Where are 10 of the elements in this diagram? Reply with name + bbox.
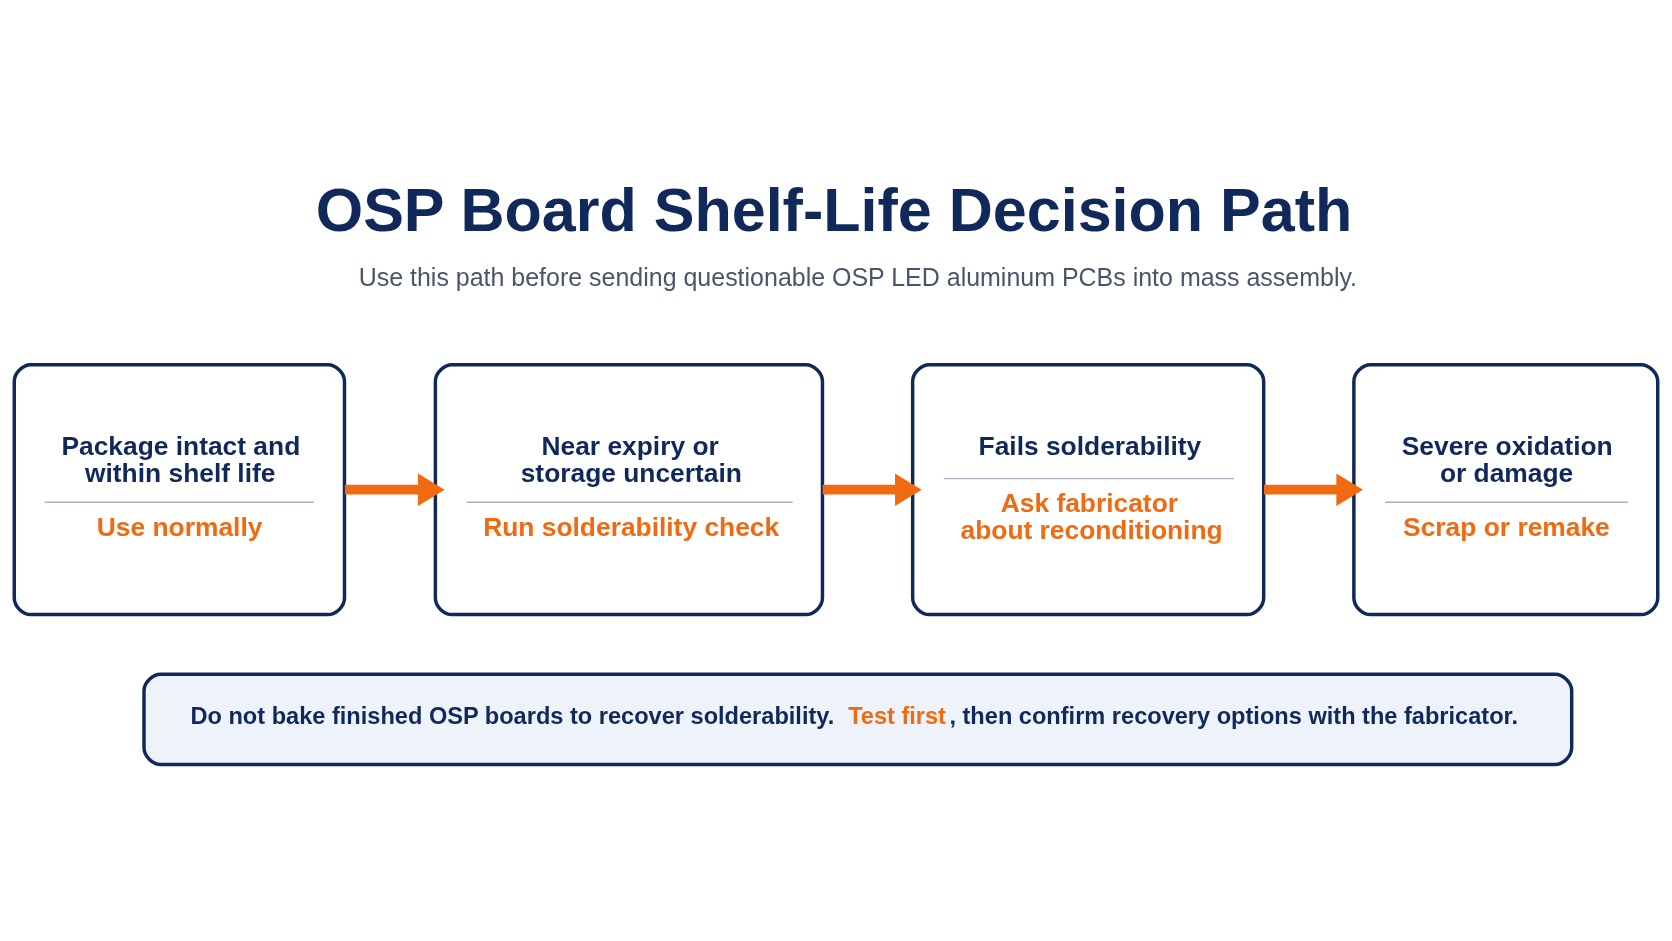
node-box: Near expiry or storage uncertain Run solderability check — [433, 362, 825, 616]
diagram-title: OSP Board Shelf-Life Decision Path — [315, 175, 1353, 244]
label: Use this path before sending questionable OSP LED aluminum PCBs into mass assembly. — [358, 262, 1358, 291]
arrow — [1263, 472, 1363, 506]
node-box: Fails solderability Ask fabricator about reconditioning — [910, 362, 1266, 616]
arrow — [344, 472, 445, 506]
node-box: Package intact and within shelf life Use normally — [12, 362, 347, 616]
arrow — [822, 472, 922, 506]
node-box: Severe oxidation or damage Scrap or remake — [1352, 362, 1660, 616]
node-box: Do not bake finished OSP boards to recover solderability. Test first, then confirm recovery options with the fabricator. — [142, 672, 1574, 766]
